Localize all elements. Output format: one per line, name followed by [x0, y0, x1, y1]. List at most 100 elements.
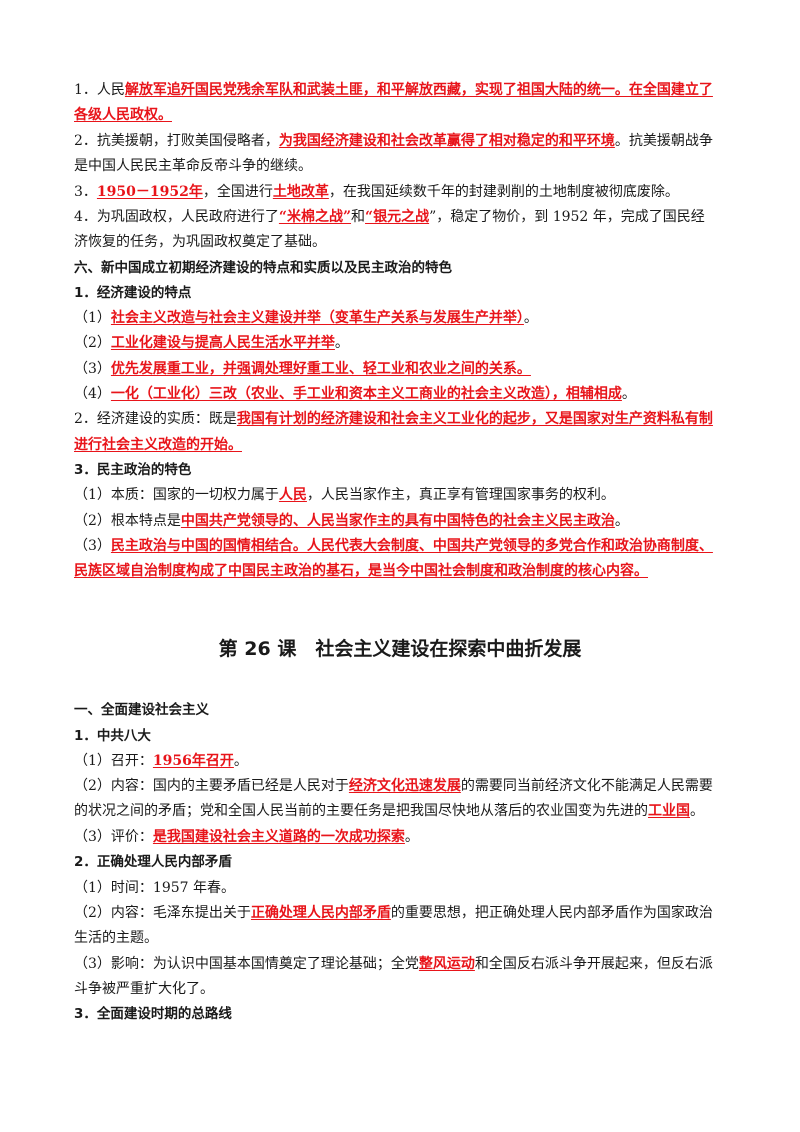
text-segment: ”，稳定了物价，到 1952 年，完成了国民经: [429, 209, 705, 225]
text-line: （1）时间：1957 年春。: [74, 878, 235, 898]
text-segment: 和全国反右派斗争开展起来，但反右派: [474, 956, 713, 972]
text-segment: 斗争被严重扩大化了。: [74, 981, 214, 997]
text-segment: （2）内容：毛泽东提出关于: [74, 905, 251, 921]
text-segment: 生活的主题。: [74, 930, 158, 946]
text-line: （2）根本特点是中国共产党领导的、人民当家作主的具有中国特色的社会主义民主政治。: [74, 511, 629, 531]
text-segment: （4）: [74, 386, 111, 402]
text-segment: 。: [621, 386, 636, 402]
text-line: 2．正确处理人民内部矛盾: [74, 852, 232, 872]
text-segment: 3．: [74, 184, 97, 200]
text-line: 的状况之间的矛盾；党和全国人民当前的主要任务是把我国尽快地从落后的农业国变为先进…: [74, 801, 704, 821]
text-line: （3）评价：是我国建设社会主义道路的一次成功探索。: [74, 827, 419, 847]
text-line: （1）召开：1956年召开。: [74, 751, 248, 771]
text-line: 3．1950－1952年，全国进行土地改革，在我国延续数千年的封建剥削的土地制度…: [74, 182, 679, 202]
text-segment: 一、全面建设社会主义: [74, 702, 209, 718]
text-segment: （1）: [74, 310, 111, 326]
text-line: 六、新中国成立初期经济建设的特点和实质以及民主政治的特色: [74, 258, 452, 278]
highlighted-text: 土地改革: [272, 184, 329, 200]
text-line: 斗争被严重扩大化了。: [74, 979, 214, 999]
text-line: （2）内容：毛泽东提出关于正确处理人民内部矛盾的重要思想，把正确处理人民内部矛盾…: [74, 903, 713, 923]
text-segment: 。: [523, 310, 538, 326]
highlighted-text: 正确处理人民内部矛盾: [250, 905, 391, 921]
text-line: 生活的主题。: [74, 928, 158, 948]
highlighted-text: 解放军追歼国民党残余军队和武装土匪，和平解放西藏，实现了祖国大陆的统一。在全国建…: [124, 82, 713, 98]
text-segment: （2）内容：国内的主要矛盾已经是人民对于: [74, 778, 349, 794]
highlighted-text: 民族区域自治制度构成了中国民主政治的基石，是当今中国社会制度和政治制度的核心内容…: [74, 563, 648, 579]
text-segment: 和: [351, 209, 366, 225]
text-line: 1．中共八大: [74, 726, 151, 746]
text-segment: （3）影响：为认识中国基本国情奠定了理论基础；全党: [74, 956, 419, 972]
highlighted-text: 社会主义改造与社会主义建设并举（变革生产关系与发展生产并举）: [110, 310, 524, 326]
highlighted-text: 1950－1952年: [96, 184, 203, 200]
highlighted-text: 整风运动: [418, 956, 475, 972]
text-segment: 。: [334, 335, 349, 351]
text-segment: （3）: [74, 361, 111, 377]
text-segment: 。: [614, 513, 629, 529]
highlighted-text: “银元之战: [365, 209, 430, 225]
text-line: （3）民主政治与中国的国情相结合。人民代表大会制度、中国共产党领导的多党合作和政…: [74, 536, 713, 556]
highlighted-text: 工业国: [648, 803, 690, 819]
highlighted-text: 我国有计划的经济建设和社会主义工业化的起步，又是国家对生产资料私有制: [236, 411, 713, 427]
text-line: 1．经济建设的特点: [74, 283, 191, 303]
text-segment: 是中国人民民主革命反帝斗争的继续。: [74, 158, 312, 174]
highlighted-text: 经济文化迅速发展: [348, 778, 461, 794]
text-segment: 。: [233, 753, 248, 769]
highlighted-text: 1956年召开: [152, 753, 234, 769]
text-segment: 3．全面建设时期的总路线: [74, 1006, 232, 1022]
text-line: 4．为巩固政权，人民政府进行了“米棉之战”和“银元之战”，稳定了物价，到 195…: [74, 207, 705, 227]
text-segment: ，全国进行: [202, 184, 273, 200]
highlighted-text: “米棉之战”: [278, 209, 352, 225]
text-line: （3）优先发展重工业，并强调处理好重工业、轻工业和农业之间的关系。: [74, 359, 531, 379]
text-segment: 的重要思想，把正确处理人民内部矛盾作为国家政治: [390, 905, 713, 921]
text-segment: 六、新中国成立初期经济建设的特点和实质以及民主政治的特色: [74, 260, 452, 276]
highlighted-text: 一化（工业化）三改（农业、手工业和资本主义工商业的社会主义改造），相辅相成: [110, 386, 622, 402]
text-segment: 2．抗美援朝，打败美国侵略者，: [74, 133, 279, 149]
text-line: （4）一化（工业化）三改（农业、手工业和资本主义工商业的社会主义改造），相辅相成…: [74, 384, 636, 404]
text-segment: 3．民主政治的特色: [74, 462, 192, 478]
text-line: 进行社会主义改造的开始。: [74, 435, 242, 455]
text-segment: 。: [404, 829, 419, 845]
highlighted-text: 民主政治与中国的国情相结合。人民代表大会制度、中国共产党领导的多党合作和政治协商…: [110, 538, 713, 554]
text-segment: 1．中共八大: [74, 728, 151, 744]
text-segment: 的状况之间的矛盾；党和全国人民当前的主要任务是把我国尽快地从落后的农业国变为先进…: [74, 803, 648, 819]
text-line: （1）社会主义改造与社会主义建设并举（变革生产关系与发展生产并举）。: [74, 308, 538, 328]
lesson-title: 第 26 课 社会主义建设在探索中曲折发展: [218, 638, 582, 660]
text-line: 2．抗美援朝，打败美国侵略者，为我国经济建设和社会改革赢得了相对稳定的和平环境。…: [74, 131, 713, 151]
text-segment: 1．人民: [74, 82, 125, 98]
text-segment: 。抗美援朝战争: [614, 133, 713, 149]
highlighted-text: 人民: [278, 487, 307, 503]
text-line: 济恢复的任务，为巩固政权奠定了基础。: [74, 232, 326, 252]
text-line: （2）内容：国内的主要矛盾已经是人民对于经济文化迅速发展的需要同当前经济文化不能…: [74, 776, 713, 796]
text-segment: 2．经济建设的实质：既是: [74, 411, 237, 427]
text-line: 3．全面建设时期的总路线: [74, 1004, 232, 1024]
highlighted-text: 进行社会主义改造的开始。: [74, 437, 242, 453]
highlighted-text: 中国共产党领导的、人民当家作主的具有中国特色的社会主义民主政治: [180, 513, 615, 529]
highlighted-text: 是我国建设社会主义道路的一次成功探索: [152, 829, 405, 845]
text-line: 2．经济建设的实质：既是我国有计划的经济建设和社会主义工业化的起步，又是国家对生…: [74, 409, 713, 429]
text-segment: 2．正确处理人民内部矛盾: [74, 854, 232, 870]
text-segment: 。: [690, 803, 704, 819]
text-line: 民族区域自治制度构成了中国民主政治的基石，是当今中国社会制度和政治制度的核心内容…: [74, 561, 648, 581]
highlighted-text: 工业化建设与提高人民生活水平并举: [110, 335, 335, 351]
text-segment: （3）: [74, 538, 111, 554]
highlighted-text: 为我国经济建设和社会改革赢得了相对稳定的和平环境: [278, 133, 615, 149]
text-segment: ，在我国延续数千年的封建剥削的土地制度被彻底废除。: [328, 184, 679, 200]
text-segment: 1．经济建设的特点: [74, 285, 192, 301]
text-segment: （3）评价：: [74, 829, 153, 845]
text-line: 一、全面建设社会主义: [74, 700, 209, 720]
text-segment: （1）时间：1957 年春。: [74, 880, 235, 896]
text-line: 3．民主政治的特色: [74, 460, 191, 480]
text-line: 1．人民解放军追歼国民党残余军队和武装土匪，和平解放西藏，实现了祖国大陆的统一。…: [74, 80, 713, 100]
text-segment: （2）根本特点是: [74, 513, 181, 529]
text-line: （1）本质：国家的一切权力属于人民，人民当家作主，真正享有管理国家事务的权利。: [74, 485, 615, 505]
text-line: （2）工业化建设与提高人民生活水平并举。: [74, 333, 349, 353]
text-segment: 的需要同当前经济文化不能满足人民需要: [460, 778, 713, 794]
text-line: 是中国人民民主革命反帝斗争的继续。: [74, 156, 312, 176]
highlighted-text: 各级人民政权。: [74, 107, 172, 123]
highlighted-text: 优先发展重工业，并强调处理好重工业、轻工业和农业之间的关系。: [110, 361, 531, 377]
text-segment: （1）召开：: [74, 753, 153, 769]
text-segment: （2）: [74, 335, 111, 351]
text-segment: （1）本质：国家的一切权力属于: [74, 487, 279, 503]
text-segment: ，人民当家作主，真正享有管理国家事务的权利。: [306, 487, 615, 503]
